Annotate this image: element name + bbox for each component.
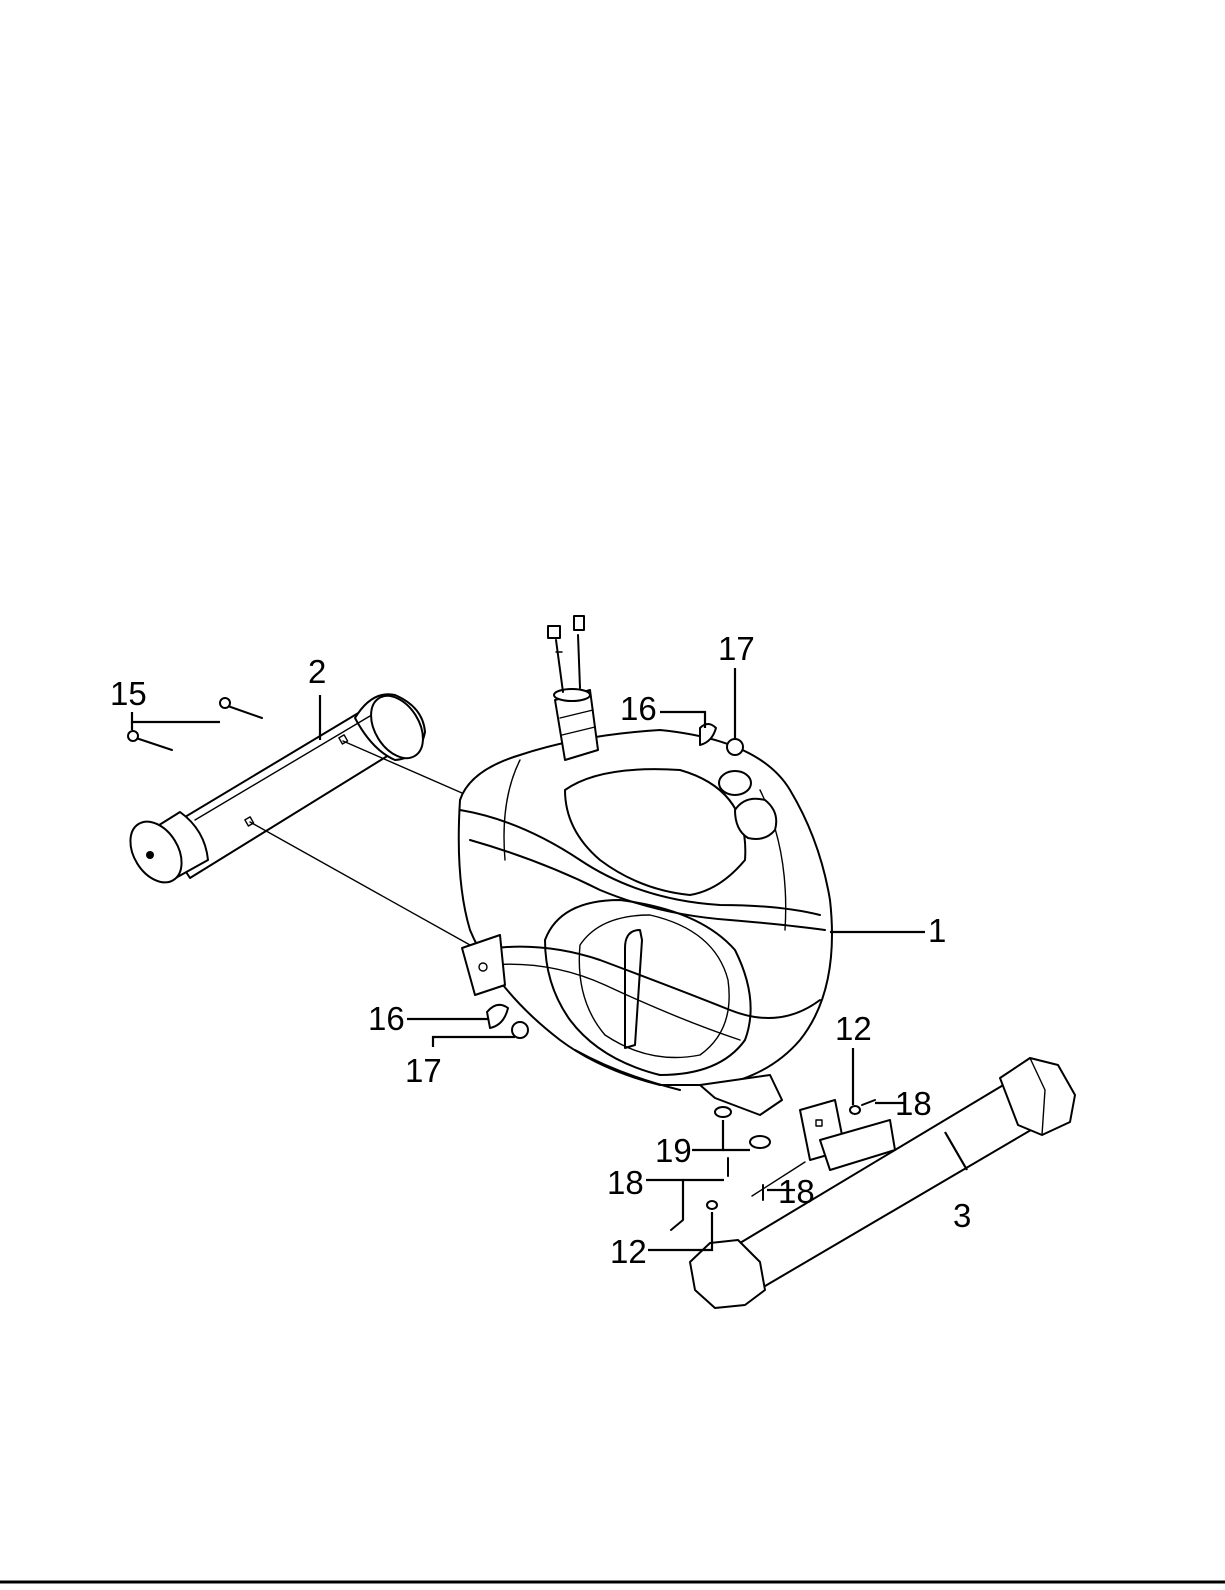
callout-3: 3: [953, 1197, 971, 1234]
callout-18-left: 18: [607, 1164, 644, 1201]
callout-16-top: 16: [620, 690, 657, 727]
callout-18-right: 18: [895, 1085, 932, 1122]
main-frame-part-1: [459, 730, 832, 1115]
callout-17-top: 17: [718, 630, 755, 667]
callout-1: 1: [928, 912, 946, 949]
rear-assembly-line-lower: [250, 822, 470, 945]
callout-15: 15: [110, 675, 147, 712]
callout-18-middle: 18: [778, 1173, 815, 1210]
rear-stabilizer-part-2: [120, 687, 434, 892]
callout-16-bottom: 16: [368, 1000, 405, 1037]
callout-12-bottom: 12: [610, 1233, 647, 1270]
upright-tube: [548, 616, 598, 760]
callout-12-right: 12: [835, 1010, 872, 1047]
callout-17-bottom: 17: [405, 1052, 442, 1089]
callout-2: 2: [308, 653, 326, 690]
bolt-part-15: [128, 698, 262, 750]
callout-19: 19: [655, 1132, 692, 1169]
